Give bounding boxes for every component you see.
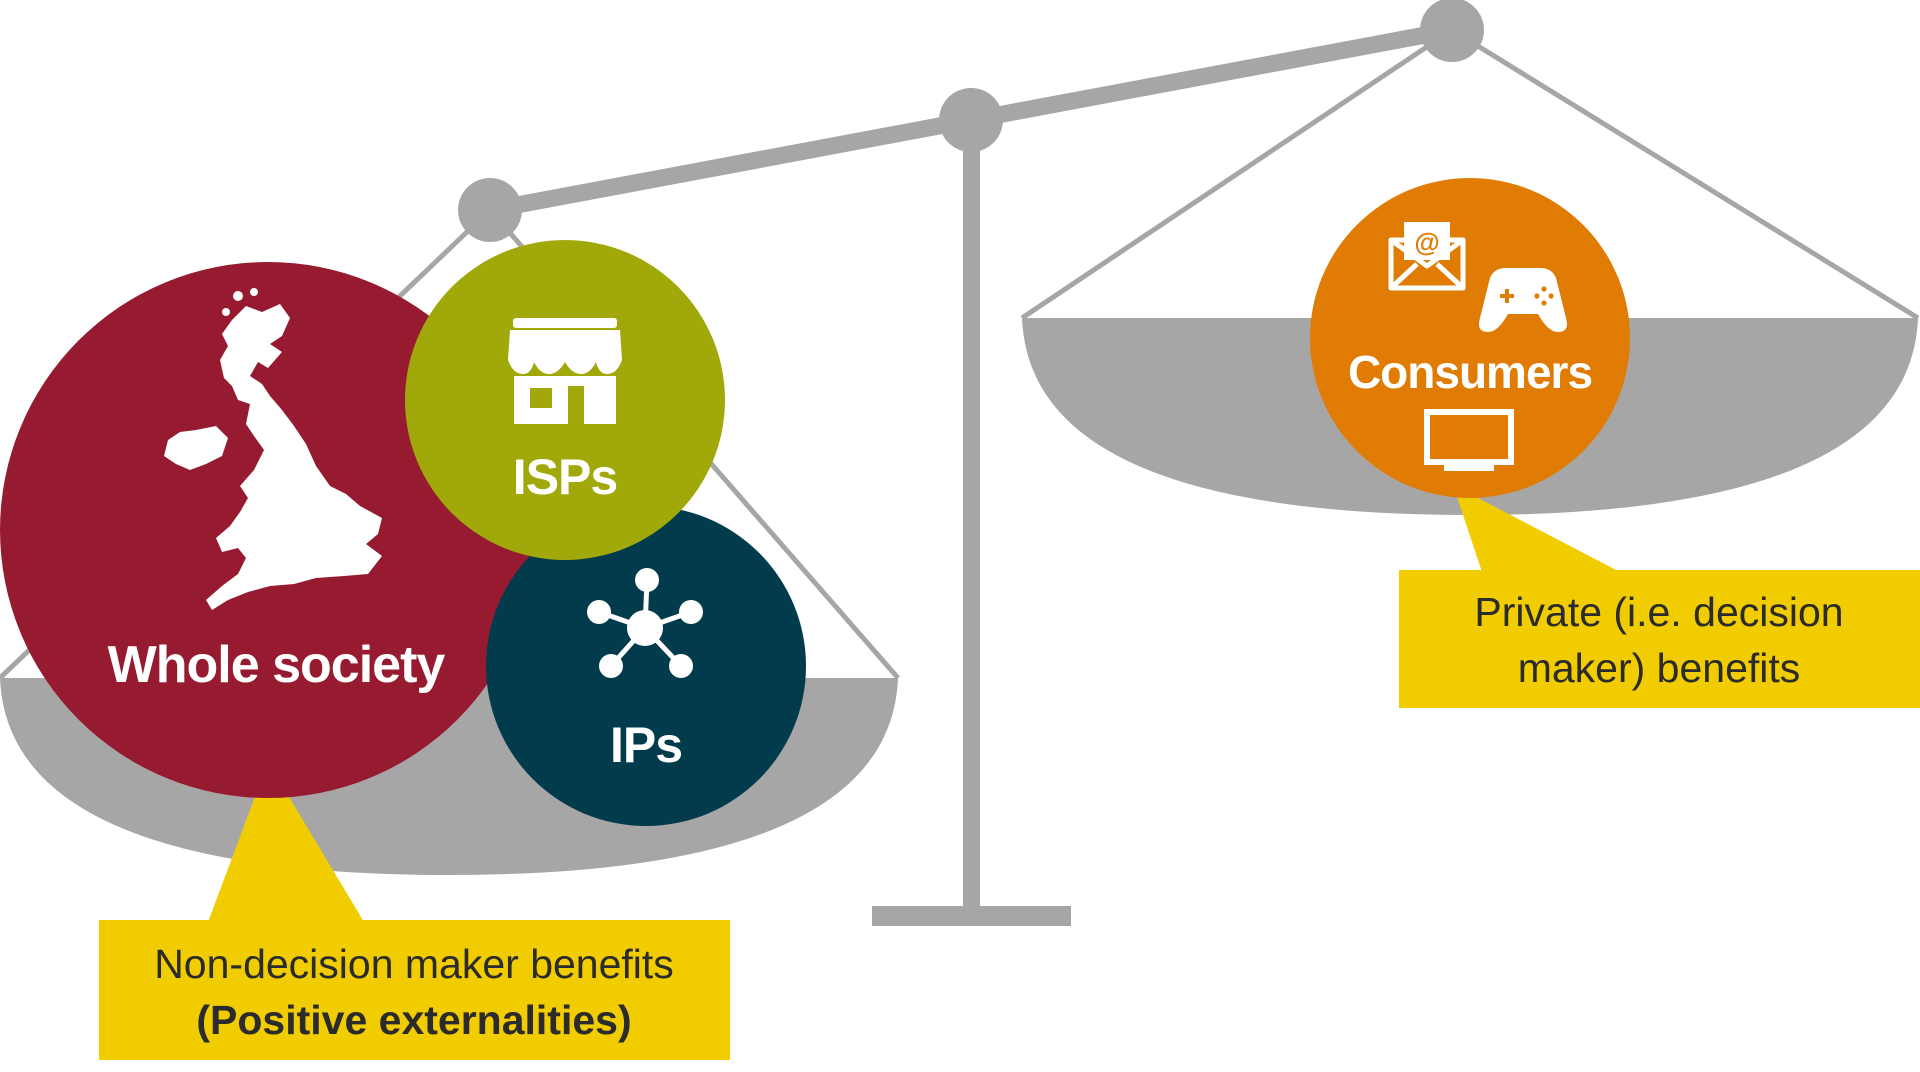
isps-group: ISPs bbox=[405, 240, 725, 560]
storefront-icon bbox=[508, 318, 622, 424]
center-pivot-knob bbox=[939, 88, 1003, 152]
whole-society-label: Whole society bbox=[108, 636, 446, 694]
network-hub-icon bbox=[587, 568, 703, 678]
callout-pointer-left bbox=[208, 762, 364, 922]
callout-non-decision-maker: Non-decision maker benefits (Positive ex… bbox=[99, 762, 730, 1060]
ips-circle bbox=[486, 506, 806, 826]
callout-left-line2: (Positive externalities) bbox=[196, 997, 631, 1043]
callout-left-line1: Non-decision maker benefits bbox=[154, 941, 674, 987]
right-pan-string-left bbox=[1020, 27, 1454, 321]
tv-monitor-icon bbox=[1424, 409, 1514, 471]
callout-box-left bbox=[99, 920, 730, 1060]
email-envelope-icon: @ bbox=[1388, 222, 1466, 291]
gamepad-icon bbox=[1479, 268, 1567, 332]
consumers-label: Consumers bbox=[1348, 346, 1592, 398]
callout-box-right bbox=[1399, 570, 1920, 708]
callout-right-line2: maker) benefits bbox=[1518, 645, 1801, 691]
svg-text:@: @ bbox=[1414, 227, 1439, 257]
consumers-group: @ Consumers bbox=[1310, 178, 1630, 498]
callout-private: Private (i.e. decision maker) benefits bbox=[1399, 485, 1920, 708]
whole-society-group: Whole society bbox=[0, 262, 536, 798]
callout-right-line1: Private (i.e. decision bbox=[1474, 589, 1843, 635]
uk-map-icon bbox=[164, 288, 382, 610]
consumers-circle bbox=[1310, 178, 1630, 498]
ips-label: IPs bbox=[610, 717, 682, 773]
left-pivot-knob bbox=[458, 178, 522, 242]
right-pivot-knob bbox=[1420, 0, 1484, 62]
right-pan-string-right bbox=[1450, 27, 1920, 321]
scale-post bbox=[963, 130, 980, 916]
ips-group: IPs bbox=[486, 506, 806, 826]
callout-pointer-right bbox=[1453, 485, 1620, 572]
isps-label: ISPs bbox=[513, 449, 617, 505]
